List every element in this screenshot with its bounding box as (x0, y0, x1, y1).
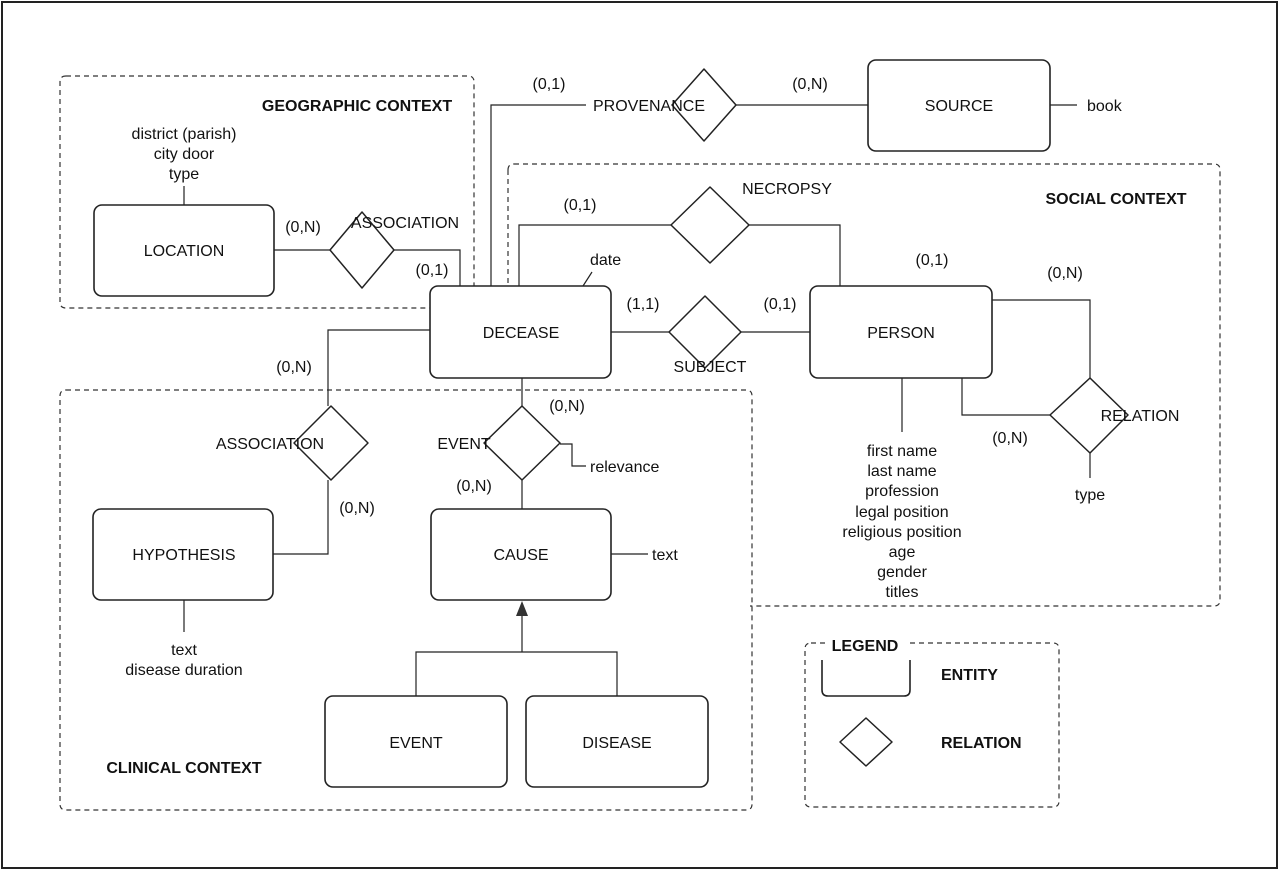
location-attribute-2: city door (154, 146, 215, 163)
person-attribute-1: first name (867, 443, 937, 460)
card-assoc-decease: (0,1) (416, 262, 449, 279)
relation-association-clinical-label: ASSOCIATION (216, 436, 324, 453)
relation-provenance[interactable] (671, 68, 737, 142)
entity-disease-label: DISEASE (582, 735, 651, 752)
relation-association-geo-label: ASSOCIATION (351, 215, 459, 232)
person-attribute-2: last name (867, 463, 936, 480)
card-relation-top: (0,N) (1047, 265, 1083, 282)
entity-disease[interactable] (525, 695, 709, 788)
event-attribute-relevance: relevance (590, 459, 659, 476)
person-attribute-4: legal position (855, 504, 948, 521)
legend-entity-label: ENTITY (941, 667, 998, 684)
card-necropsy-decease: (0,1) (564, 197, 597, 214)
person-attribute-5: religious position (842, 524, 961, 541)
entity-cause[interactable] (430, 508, 612, 601)
clinical-context-region (59, 389, 753, 811)
person-attribute-6: age (889, 544, 916, 561)
location-attribute-1: district (parish) (132, 126, 237, 143)
card-assoc-location: (0,N) (285, 219, 321, 236)
social-context-title: SOCIAL CONTEXT (1045, 191, 1186, 208)
relation-event-label: EVENT (437, 436, 491, 453)
geographic-context-title: GEOGRAPHIC CONTEXT (262, 98, 452, 115)
relation-necropsy[interactable] (670, 186, 750, 264)
relation-subject-label: SUBJECT (674, 359, 747, 376)
cause-attribute-text: text (652, 547, 678, 564)
legend-entity-symbol (821, 660, 911, 697)
connector-lines (183, 104, 1091, 696)
card-necropsy-person: (0,1) (916, 252, 949, 269)
entity-decease-label: DECEASE (483, 325, 559, 342)
card-provenance-decease: (0,1) (533, 76, 566, 93)
person-attribute-3: profession (865, 483, 939, 500)
decease-attribute-date: date (590, 252, 621, 269)
clinical-context-title: CLINICAL CONTEXT (106, 760, 261, 777)
relation-association-geo[interactable] (329, 211, 395, 289)
location-attribute-3: type (169, 166, 199, 183)
relation-necropsy-label: NECROPSY (742, 181, 832, 198)
legend-relation-symbol (839, 717, 893, 767)
inheritance-arrowhead (516, 601, 528, 616)
card-provenance-source: (0,N) (792, 76, 828, 93)
card-assoc-clin-decease: (0,N) (276, 359, 312, 376)
hypothesis-attribute-1: text (171, 642, 197, 659)
card-relation-bottom: (0,N) (992, 430, 1028, 447)
entity-location[interactable] (93, 204, 275, 297)
relation-provenance-label: PROVENANCE (593, 98, 705, 115)
relation-event[interactable] (483, 405, 561, 481)
relation-attribute-type: type (1075, 487, 1105, 504)
card-assoc-clin-hypothesis: (0,N) (339, 500, 375, 517)
person-attribute-8: titles (886, 584, 919, 601)
legend-relation-label: RELATION (941, 735, 1022, 752)
entity-hypothesis-label: HYPOTHESIS (132, 547, 235, 564)
entity-person[interactable] (809, 285, 993, 379)
entity-event[interactable] (324, 695, 508, 788)
entity-location-label: LOCATION (144, 243, 225, 260)
entity-hypothesis[interactable] (92, 508, 274, 601)
relation-relation-label: RELATION (1101, 408, 1180, 425)
hypothesis-attribute-2: disease duration (125, 662, 242, 679)
entity-event-label: EVENT (389, 735, 443, 752)
social-context-region (514, 163, 1221, 607)
relation-subject[interactable] (668, 295, 742, 369)
source-attribute: book (1087, 98, 1123, 115)
person-attribute-7: gender (877, 564, 927, 581)
card-event-decease: (0,N) (549, 398, 585, 415)
card-subject-decease: (1,1) (627, 296, 660, 313)
social-context-left-edge (507, 163, 515, 286)
entity-source-label: SOURCE (925, 98, 993, 115)
entity-person-label: PERSON (867, 325, 935, 342)
relation-association-clinical[interactable] (293, 405, 369, 481)
entity-source[interactable] (867, 59, 1051, 152)
card-subject-person: (0,1) (764, 296, 797, 313)
legend-title: LEGEND (832, 638, 899, 655)
entity-cause-label: CAUSE (493, 547, 548, 564)
card-event-cause: (0,N) (456, 478, 492, 495)
relation-relation[interactable] (1049, 377, 1129, 454)
entity-decease[interactable] (429, 285, 612, 379)
legend-title-bg (826, 636, 906, 654)
